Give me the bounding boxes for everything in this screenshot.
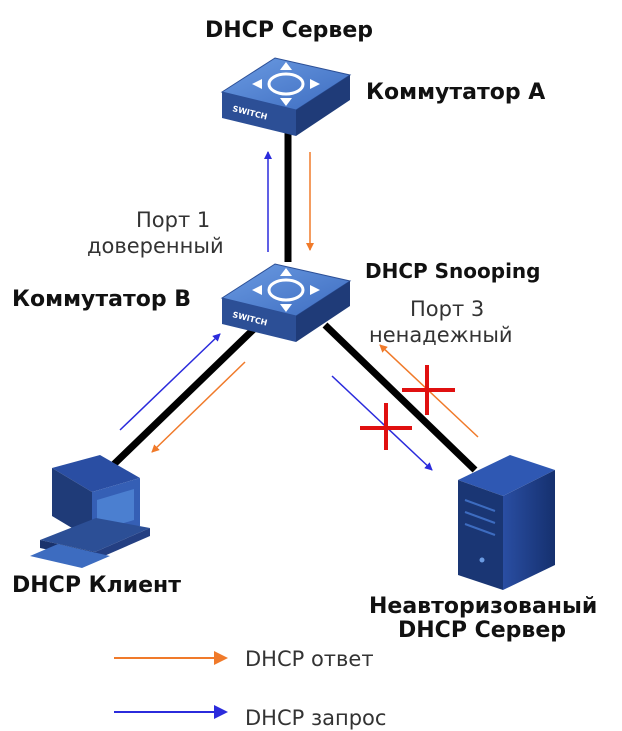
rogue-server-icon [458,455,555,590]
legend-reply-label: DHCP ответ [245,647,374,671]
client-computer-icon [30,455,150,568]
cable-b-rogue [322,322,478,473]
cable-b-client [105,322,261,473]
port1-label-line2: доверенный [87,234,224,258]
switch-a-label: Коммутатор A [366,80,545,105]
request-arrow-b-to-rogue [331,375,433,471]
rogue-server-label-line1: Неавторизованый [369,594,597,619]
rogue-server-label-line2: DHCP Сервер [398,618,566,643]
snooping-label: DHCP Snooping [365,259,541,283]
switch-b-label: Коммутатор B [12,287,191,312]
port3-label-line1: Порт 3 [410,297,484,321]
request-arrow-client-to-b [119,333,221,431]
block-mark-reply [402,365,455,415]
port1-label-line1: Порт 1 [136,208,210,232]
switch-a-icon: SWITCH [220,57,352,136]
switch-b-icon: SWITCH [220,263,352,342]
block-mark-request [360,403,412,450]
client-label: DHCP Клиент [12,573,181,598]
cables [105,130,478,473]
legend-request-label: DHCP запрос [245,706,386,730]
port3-label-line2: ненадежный [369,323,513,347]
reply-arrow-b-to-client [151,361,246,453]
block-marks [360,365,455,450]
top-server-label: DHCP Сервер [205,18,373,43]
legend: DHCP ответ DHCP запрос [114,647,386,730]
